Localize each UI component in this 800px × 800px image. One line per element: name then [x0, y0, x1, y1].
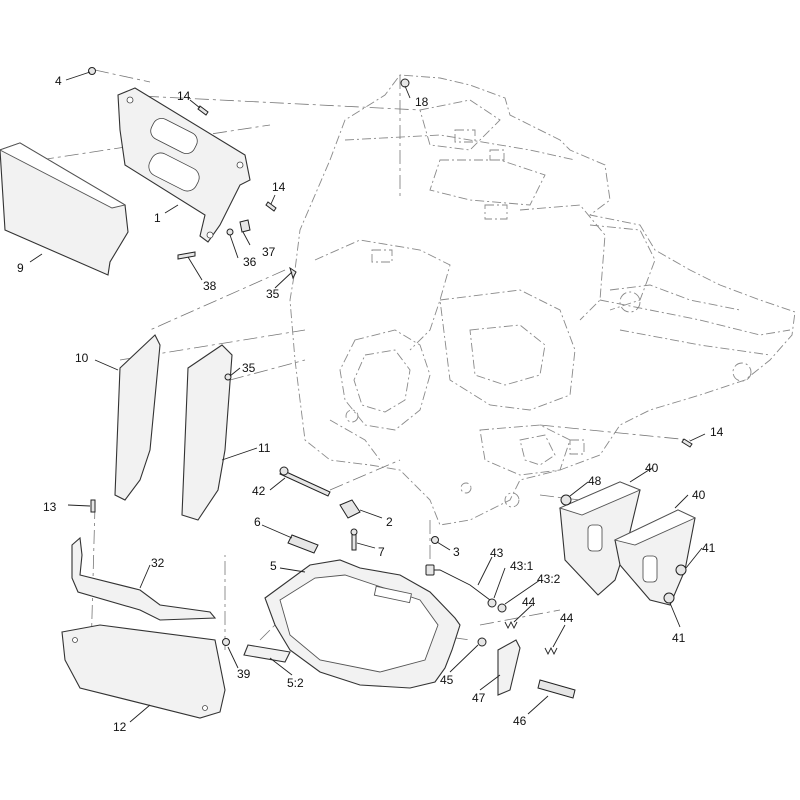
callout-35-upper: 35 — [266, 287, 280, 301]
part-12-plate — [61, 624, 226, 719]
fastener-4-bolt — [88, 67, 96, 75]
callout-11: 11 — [258, 441, 271, 455]
callout-43-2: 43:2 — [537, 572, 561, 586]
callout-13: 13 — [43, 500, 57, 514]
fastener-35-screw-lower — [224, 373, 232, 381]
part-6-pin — [287, 534, 319, 554]
callout-39: 39 — [237, 667, 251, 681]
leader-lines — [29, 71, 706, 723]
callout-7: 7 — [378, 545, 385, 559]
callout-14-mid: 14 — [272, 180, 286, 194]
callout-5: 5 — [270, 559, 277, 573]
fastener-36-washer — [226, 228, 234, 236]
callout-32: 32 — [151, 556, 165, 570]
fastener-38-screw — [177, 251, 196, 260]
callout-3: 3 — [453, 545, 460, 559]
part-11-side-panel — [181, 344, 233, 521]
fastener-18-nut — [400, 78, 410, 88]
fastener-37-clip — [239, 219, 251, 233]
fastener-48-nut — [560, 494, 572, 506]
callout-43-1: 43:1 — [510, 559, 534, 573]
fastener-13-screw — [90, 499, 96, 513]
callout-38: 38 — [203, 279, 217, 293]
part-2-bumper — [339, 499, 361, 519]
callout-5-2: 5:2 — [287, 676, 304, 690]
callout-40-left: 40 — [645, 461, 659, 475]
callout-41-upper: 41 — [702, 541, 716, 555]
fastener-3-screw — [431, 536, 439, 544]
part-1-bracket-plate — [117, 87, 251, 243]
part-44-spring-right — [544, 646, 558, 656]
callout-2: 2 — [386, 515, 393, 529]
callout-48: 48 — [588, 474, 602, 488]
callout-6: 6 — [254, 515, 261, 529]
main-frame — [289, 74, 796, 526]
fastener-14-screw-mid — [265, 201, 277, 212]
callout-36: 36 — [243, 255, 257, 269]
callout-35-lower: 35 — [242, 361, 256, 375]
callout-labels: 4 14 18 14 1 37 36 9 38 35 10 35 11 14 4… — [17, 74, 724, 734]
part-32-linkage — [71, 536, 217, 621]
part-10-side-panel — [114, 334, 161, 501]
callout-1: 1 — [154, 211, 161, 225]
callout-44-right: 44 — [560, 611, 574, 625]
part-47-lever — [497, 639, 521, 696]
part-46-pin — [537, 679, 576, 699]
callout-41-lower: 41 — [672, 631, 686, 645]
part-45-washer — [477, 637, 487, 647]
fastener-39-screw — [222, 638, 230, 646]
callout-43: 43 — [490, 546, 504, 560]
callout-14-top: 14 — [177, 89, 191, 103]
part-43-1-washer — [487, 598, 497, 608]
callout-46: 46 — [513, 714, 527, 728]
part-43-cable — [425, 564, 491, 601]
callout-45: 45 — [440, 673, 454, 687]
callout-12: 12 — [113, 720, 127, 734]
callout-10: 10 — [75, 351, 89, 365]
part-42-rod — [279, 466, 331, 497]
callout-14-right: 14 — [710, 425, 724, 439]
callout-40-right: 40 — [692, 488, 706, 502]
part-40-block-left — [558, 481, 642, 596]
callout-18: 18 — [415, 95, 429, 109]
part-44-spring-left — [504, 620, 518, 630]
part-9-panel — [0, 142, 129, 276]
part-5-2-pad — [243, 644, 291, 663]
callout-44-left: 44 — [522, 595, 536, 609]
part-40-block-right — [613, 509, 697, 606]
fastener-14-screw-right — [681, 438, 693, 448]
fastener-41-nut-upper — [675, 564, 687, 576]
callout-42: 42 — [252, 484, 266, 498]
callout-47: 47 — [472, 691, 486, 705]
fastener-14-screw-top — [197, 105, 209, 116]
callout-37: 37 — [262, 245, 276, 259]
part-5-tray — [264, 559, 461, 689]
callout-4: 4 — [55, 74, 62, 88]
part-7-bolt — [350, 528, 358, 551]
fastener-41-nut-lower — [663, 592, 675, 604]
part-43-2-washer — [497, 603, 507, 613]
callout-9: 9 — [17, 261, 24, 275]
